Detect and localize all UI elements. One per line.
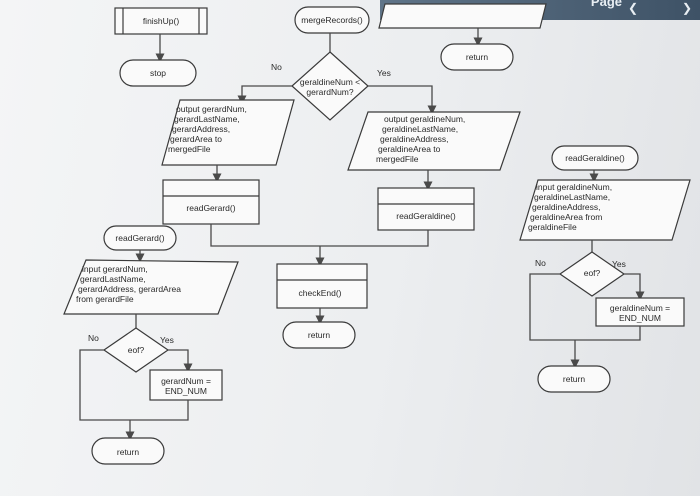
assign-geraldine-process — [595, 297, 685, 327]
read-gerard-call-label: readGerard() — [186, 203, 236, 213]
stop-label: stop — [149, 68, 167, 78]
output-geraldine-line3: geraldineAddress, — [380, 134, 449, 144]
decision-eof-left — [102, 327, 170, 373]
decision-compare — [291, 51, 369, 121]
input-geraldine-line4: geraldineArea from — [530, 212, 603, 222]
return-top-terminator — [440, 43, 514, 71]
return-left-label: return — [116, 447, 140, 457]
decision-compare-line2: gerardNum? — [306, 87, 354, 97]
connector-left-join — [130, 400, 189, 421]
input-geraldine-line2: geraldineLastName, — [534, 192, 611, 202]
arrow-decision-yes — [368, 85, 437, 115]
label-yes-compare: Yes — [377, 68, 391, 78]
output-gerard-line3: gerardAddress, — [172, 124, 231, 134]
label-no-eof-left: No — [88, 333, 99, 343]
output-gerard-line1: output gerardNum, — [176, 104, 247, 114]
input-gerard-io — [63, 259, 239, 315]
read-geraldine-call-label: readGeraldine() — [396, 211, 456, 221]
output-gerard-line5: mergedFile — [168, 144, 211, 154]
arrow-eof-left-no — [79, 349, 130, 421]
connector-right-join — [575, 326, 641, 341]
label-no-compare: No — [271, 62, 282, 72]
input-gerard-line4: from gerardFile — [76, 294, 134, 304]
assign-geraldine-line2: END_NUM — [618, 313, 662, 323]
chevron-left-icon[interactable]: ❮ — [627, 1, 638, 15]
input-geraldine-line3: geraldineAddress, — [532, 202, 601, 212]
return-mid-terminator — [282, 321, 356, 349]
finish-up-label: finishUp() — [142, 16, 180, 26]
assign-gerard-process — [149, 369, 223, 401]
output-geraldine-io — [347, 111, 521, 171]
page-label: Page — [590, 0, 622, 9]
top-partial-io — [378, 3, 547, 29]
return-right-terminator — [537, 365, 611, 393]
output-gerard-line2: gerardLastName, — [174, 114, 240, 124]
read-geraldine-call-process — [377, 187, 475, 231]
input-gerard-line2: gerardLastName, — [80, 274, 146, 284]
output-geraldine-line1: output geraldineNum, — [384, 114, 466, 124]
input-geraldine-line1: input geraldineNum, — [536, 182, 613, 192]
input-gerard-line1: input gerardNum, — [82, 264, 148, 274]
arrow-eof-left-yes — [168, 349, 193, 373]
return-mid-label: return — [307, 330, 331, 340]
label-yes-eof-right: Yes — [612, 259, 626, 269]
output-geraldine-line5: mergedFile — [376, 154, 419, 164]
decision-compare-line1: geraldineNum < — [299, 77, 361, 87]
output-gerard-io — [161, 99, 295, 166]
read-gerard-start-label: readGerard() — [115, 233, 165, 243]
stop-terminator — [119, 59, 197, 87]
assign-gerard-line1: gerardNum = — [161, 376, 211, 386]
arrow-eof-right-yes — [624, 273, 645, 301]
merge-records-label: mergeRecords() — [301, 15, 363, 25]
return-left-terminator — [91, 437, 165, 465]
decision-eof-right — [558, 251, 626, 297]
eof-left-label: eof? — [127, 345, 145, 355]
check-end-label: checkEnd() — [298, 288, 342, 298]
read-gerard-call-process — [162, 179, 260, 225]
check-end-process — [276, 263, 368, 309]
assign-geraldine-line1: geraldineNum = — [609, 303, 671, 313]
input-geraldine-io — [519, 179, 691, 241]
input-geraldine-line5: geraldineFile — [528, 222, 577, 232]
input-gerard-line3: gerardAddress, gerardArea — [78, 284, 182, 294]
label-no-eof-right: No — [535, 258, 546, 268]
output-geraldine-line2: geraldineLastName, — [382, 124, 459, 134]
arrow-decision-no — [237, 85, 292, 105]
assign-gerard-line2: END_NUM — [164, 386, 208, 396]
eof-right-label: eof? — [583, 268, 601, 278]
output-gerard-line4: gerardArea to — [170, 134, 222, 144]
merge-records-terminator — [294, 6, 370, 34]
label-yes-eof-left: Yes — [160, 335, 174, 345]
return-top-label: return — [465, 52, 489, 62]
chevron-right-icon[interactable]: ❯ — [681, 1, 692, 15]
read-geraldine-start-terminator — [551, 145, 639, 171]
read-geraldine-start-label: readGeraldine() — [565, 153, 625, 163]
return-right-label: return — [562, 374, 586, 384]
arrow-eof-right-no — [529, 273, 575, 341]
output-geraldine-line4: geraldineArea to — [378, 144, 441, 154]
finish-up-process — [114, 7, 208, 35]
